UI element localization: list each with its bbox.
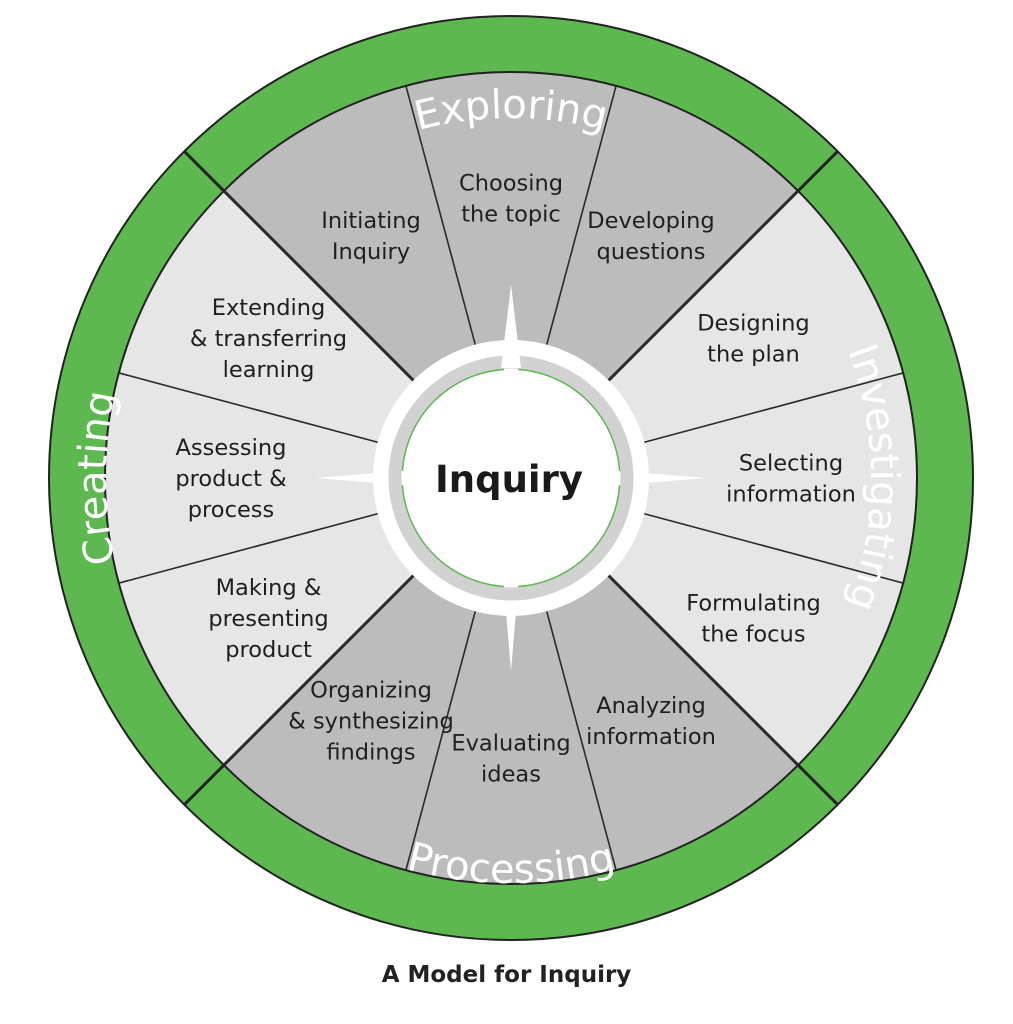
segment-label: Selecting information	[726, 451, 856, 508]
segment-spoke	[607, 189, 800, 382]
segment-label-line: Making &	[216, 575, 322, 601]
segment-wedge	[405, 601, 617, 884]
segment-spoke	[405, 611, 477, 871]
center-label: Inquiry	[435, 458, 583, 501]
phase-divider	[183, 150, 225, 192]
segment-spoke	[118, 512, 378, 584]
segment-label-line: Analyzing	[596, 693, 706, 719]
figure-caption: A Model for Inquiry	[381, 962, 632, 988]
segment-label: Designing the plan	[697, 311, 809, 368]
segment-label-line: Developing	[587, 208, 714, 234]
segment-label-line: product	[225, 637, 312, 663]
segment-wedge	[118, 190, 421, 445]
segment-label: Making & presenting product	[208, 575, 328, 663]
segment-label-line: information	[726, 482, 856, 508]
segment-label-line: process	[188, 497, 274, 523]
segment-label: Organizing & synthesizing findings	[288, 677, 454, 765]
phase-label-creating: Creating	[70, 387, 125, 569]
segment-label: Choosing the topic	[459, 171, 563, 228]
segment-label-line: Assessing	[176, 435, 287, 461]
segment-wedge	[544, 85, 799, 388]
segment-label-line: & synthesizing	[288, 708, 454, 734]
hub-center-disk	[403, 370, 619, 586]
inquiry-hub: Inquiry	[316, 285, 706, 671]
segment-label-line: Initiating	[321, 208, 421, 234]
segment-label-line: information	[586, 724, 716, 750]
segment-label-line: ideas	[481, 762, 541, 788]
segment-wedge	[634, 372, 917, 584]
segment-wedge	[223, 85, 478, 388]
segment-label: Formulating the focus	[686, 591, 821, 648]
segment-spoke	[545, 85, 617, 345]
segment-label-line: & transferring	[190, 326, 347, 352]
segment-label-line: Organizing	[310, 677, 432, 703]
segment-label-line: the topic	[461, 202, 561, 228]
segment-wedge	[601, 511, 904, 766]
segment-wedge	[601, 190, 904, 445]
segment-label: Assessing product & process	[175, 435, 286, 523]
segment-spoke	[607, 574, 800, 767]
segment-label-line: findings	[326, 739, 415, 765]
segment-label-line: Extending	[212, 295, 326, 321]
segment-spoke	[545, 611, 617, 871]
segment-label-line: learning	[223, 357, 315, 383]
segment-label-line: questions	[597, 239, 706, 265]
phase-divider	[797, 150, 839, 192]
segment-label-line: Selecting	[739, 451, 843, 477]
segment-spoke	[405, 85, 477, 345]
segment-wedge	[544, 568, 799, 871]
segment-label: Extending & transferring learning	[190, 295, 347, 383]
segment-label-line: the plan	[707, 342, 800, 368]
phase-divider	[183, 764, 225, 806]
segment-spoke	[222, 189, 415, 382]
segment-wedge	[105, 372, 388, 584]
segment-label-line: Choosing	[459, 171, 563, 197]
segment-label-line: the focus	[701, 622, 805, 648]
compass-star-points	[501, 285, 521, 368]
segment-spoke	[118, 372, 378, 444]
phase-divider	[797, 764, 839, 806]
segment-label-line: Inquiry	[332, 239, 410, 265]
segment-spoke	[644, 372, 904, 444]
segment-label-line: presenting	[208, 606, 328, 632]
segment-wedge	[118, 511, 421, 766]
segment-label-line: product &	[175, 466, 286, 492]
segment-label: Evaluating ideas	[451, 731, 570, 788]
segment-wedge	[405, 72, 617, 355]
segment-spoke	[222, 574, 415, 767]
segment-label: Analyzing information	[586, 693, 716, 750]
segment-label-line: Evaluating	[451, 731, 570, 757]
segment-label-line: Designing	[697, 311, 809, 337]
segment-spoke	[644, 512, 904, 584]
segment-wedge	[223, 568, 478, 871]
segment-label: Developing questions	[587, 208, 714, 265]
inner-ring-outline	[104, 71, 918, 885]
segment-label-line: Formulating	[686, 591, 821, 617]
